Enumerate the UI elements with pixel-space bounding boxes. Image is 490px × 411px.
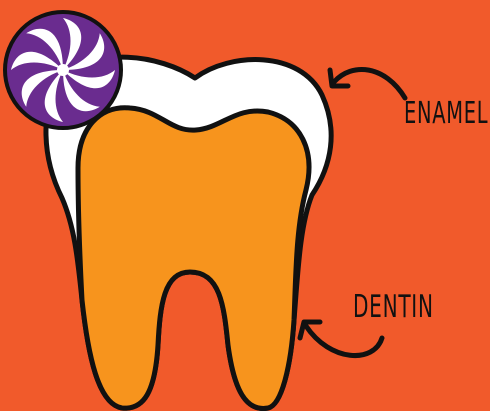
enamel-label: ENAMEL xyxy=(404,96,488,131)
dentin-arrow xyxy=(300,322,382,356)
peppermint-candy-icon xyxy=(5,12,121,128)
dentin-label: DENTIN xyxy=(353,289,434,325)
enamel-arrow xyxy=(330,69,405,98)
dentin-layer xyxy=(78,108,309,409)
